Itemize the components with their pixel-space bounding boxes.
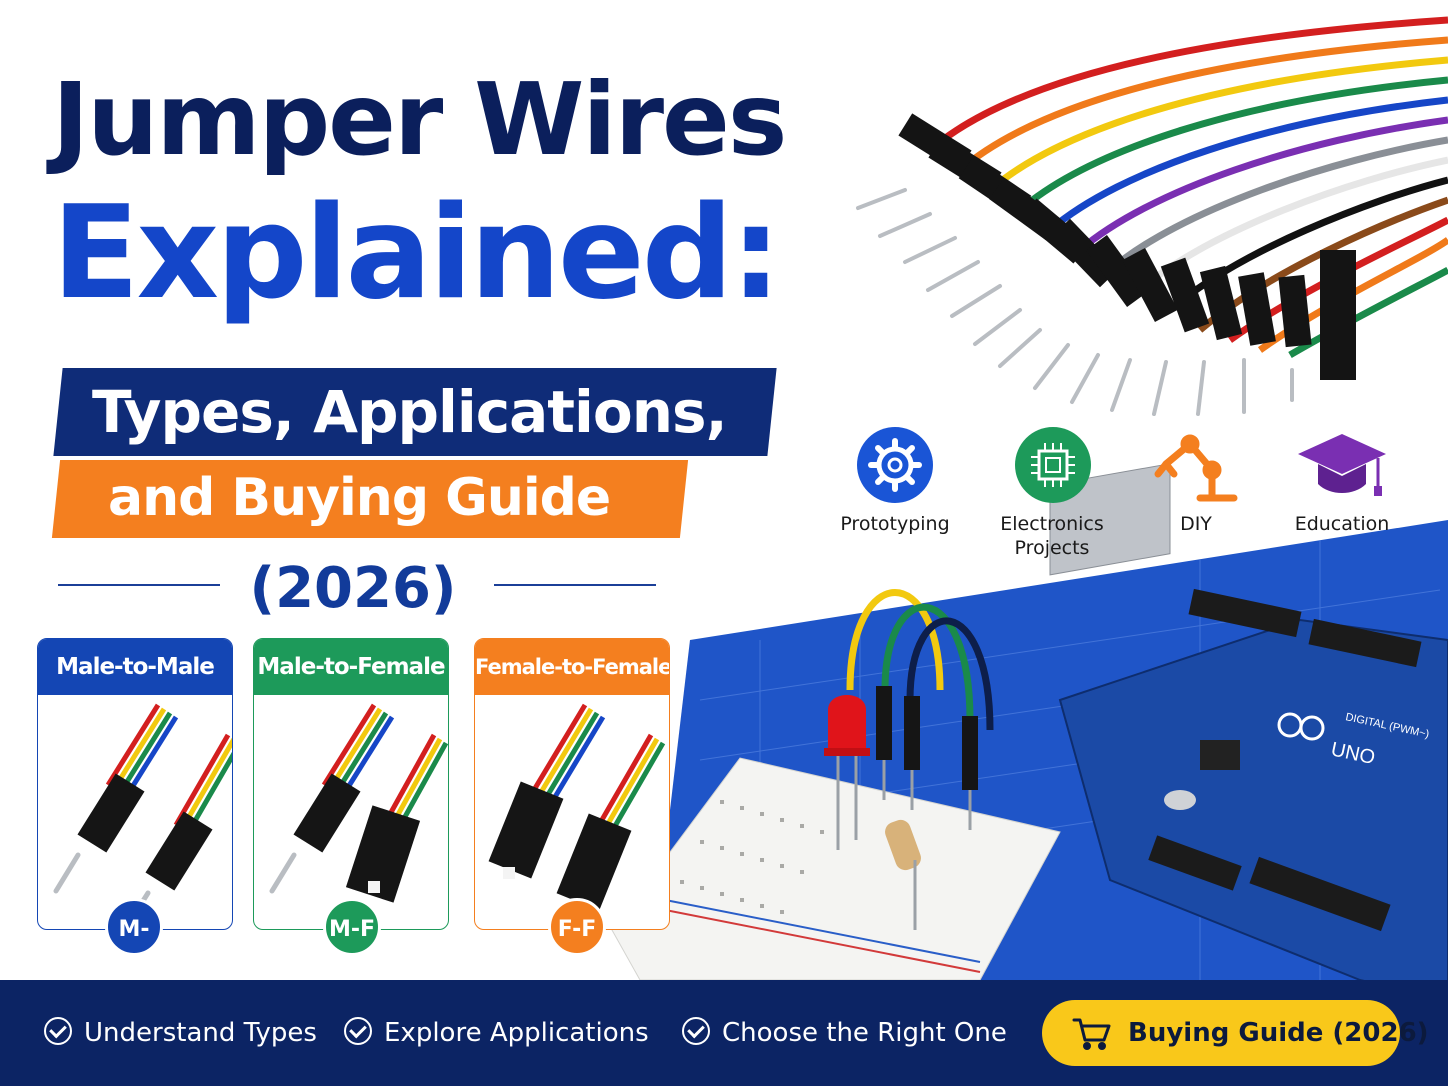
led: [828, 695, 866, 750]
ribbon-connectors: [898, 113, 1356, 380]
graduation-cap-icon: [1296, 430, 1388, 500]
photo-backdrop: UNO DIGITAL (PWM~): [611, 16, 1448, 980]
card-female-to-female: Female-to-Female: [474, 638, 670, 930]
subtitle-line-1: Types, Applications,: [92, 378, 728, 446]
subtitle-line-2: and Buying Guide: [108, 468, 611, 528]
check-icon: [344, 1016, 372, 1045]
feature-explore-applications: Explore Applications: [344, 1014, 649, 1052]
card-male-to-male: Male-to-Male: [37, 638, 233, 930]
badge-m-f: M-F: [323, 898, 381, 956]
label-line: Electronics: [1000, 513, 1104, 535]
card-male-to-female: Male-to-Female: [253, 638, 449, 930]
year-rule-right: [494, 584, 656, 586]
badge-f-f: F-F: [548, 898, 606, 956]
feature-label: Choose the Right One: [722, 1018, 1007, 1048]
resistor: [885, 819, 921, 871]
cart-icon: [1072, 1018, 1111, 1050]
feature-label: Explore Applications: [384, 1018, 649, 1048]
card-header: Female-to-Female: [475, 639, 669, 695]
label-prototyping: Prototyping: [840, 513, 950, 535]
year-label: (2026): [249, 556, 457, 621]
year-rule-left: [58, 584, 220, 586]
male-female-wire-illustration: [269, 703, 448, 903]
card-header: Male-to-Male: [38, 639, 232, 695]
check-icon: [682, 1016, 710, 1045]
badge-m-m: M-M: [105, 898, 163, 1000]
gear-icon: [857, 427, 933, 503]
female-female-wire-illustration: [488, 703, 666, 911]
label-line: Projects: [1014, 537, 1090, 559]
title-line-2: Explained:: [52, 179, 781, 328]
cta-label: Buying Guide (2026): [1128, 1018, 1429, 1048]
buying-guide-button[interactable]: Buying Guide (2026): [1042, 1000, 1429, 1066]
male-male-wire-illustration: [53, 703, 232, 929]
label-education: Education: [1294, 513, 1390, 535]
feature-understand-types: Understand Types: [44, 1014, 317, 1052]
feature-choose-right-one: Choose the Right One: [682, 1014, 1007, 1052]
arduino-board: [1058, 618, 1448, 980]
robot-arm-icon: [1150, 430, 1240, 502]
breadboard: [611, 757, 1061, 980]
feature-label: Understand Types: [84, 1018, 317, 1048]
card-header: Male-to-Female: [254, 639, 448, 695]
check-icon: [44, 1016, 72, 1045]
chip-icon: [1015, 427, 1091, 503]
label-diy: DIY: [1180, 513, 1212, 535]
label-electronics-projects: Electronics Projects: [977, 512, 1127, 560]
title-line-1: Jumper Wires: [52, 61, 787, 178]
